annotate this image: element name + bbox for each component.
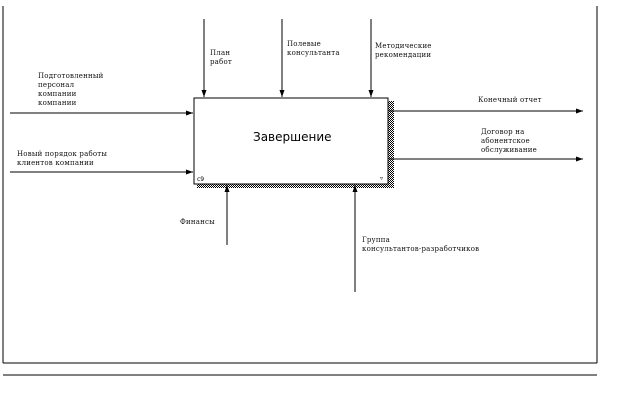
- mechanism-label-finances: Финансы: [180, 218, 215, 226]
- activity-corner-mark: ▿: [380, 175, 384, 182]
- control-label-methodical: Методические рекомендации: [375, 42, 432, 59]
- control-label-plan: План работ: [210, 49, 232, 66]
- activity-node-ref: с9: [197, 176, 205, 183]
- activity-box[interactable]: [193, 97, 389, 185]
- output-label-final-report: Конечный отчет: [478, 96, 542, 104]
- input-label-prepared-staff: Подготовленный персонал компании компани…: [38, 72, 104, 107]
- input-label-new-workflow: Новый порядок работы клиентов компании: [17, 150, 108, 167]
- output-label-contract: Договор на абонентское обслуживание: [481, 128, 538, 154]
- control-label-consultant: Полевые консультанта: [287, 40, 340, 57]
- mechanism-label-consultants: Группа консультантов-разработчиков: [362, 236, 480, 253]
- activity-title: Завершение: [253, 130, 332, 144]
